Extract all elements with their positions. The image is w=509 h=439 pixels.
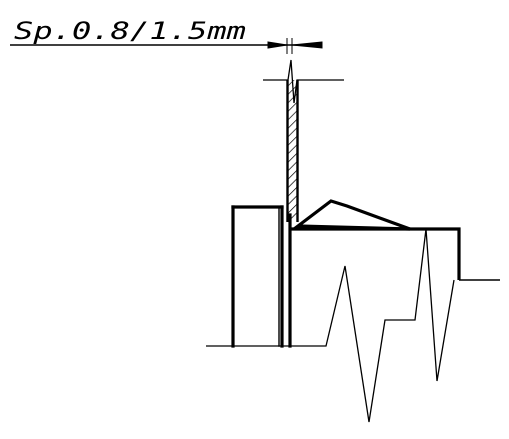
dimension-arrows — [267, 38, 323, 54]
break-line-bottom — [206, 228, 455, 423]
sheet-section — [286, 80, 299, 222]
base-top — [290, 227, 500, 281]
thickness-label: Sp.0.8/1.5mm — [14, 17, 246, 45]
left-profile — [231, 205, 292, 348]
seal-bead — [293, 199, 411, 231]
break-line-top — [263, 59, 344, 104]
